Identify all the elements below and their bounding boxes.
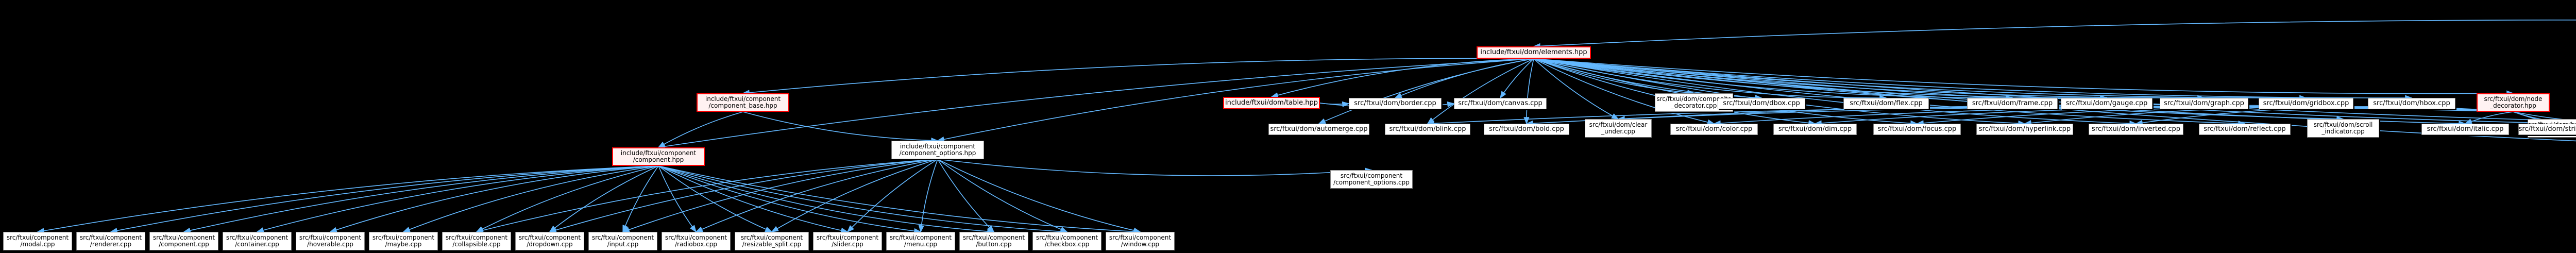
graph-edge — [1533, 58, 2514, 96]
graph-node[interactable]: src/ftxui/dom/reflect.cpp — [2199, 124, 2291, 135]
graph-edge — [918, 159, 938, 233]
graph-edge — [1533, 58, 2307, 101]
graph-edge — [476, 165, 659, 232]
graph-edge — [658, 165, 773, 232]
graph-node[interactable]: src/ftxui/dom/node _decorator.hpp — [2477, 93, 2550, 112]
graph-node[interactable]: include/ftxui/dom/table.hpp — [1223, 97, 1320, 109]
graph-node[interactable]: src/ftxui/dom/dbox.cpp — [1718, 98, 1805, 109]
graph-node[interactable]: src/ftxui/component /container.cpp — [223, 232, 292, 250]
graph-edge — [2513, 111, 2576, 130]
graph-node[interactable]: src/ftxui/component /slider.cpp — [813, 232, 882, 250]
graph-node[interactable]: include/ftxui/component /component_base.… — [697, 93, 789, 112]
graph-edge — [1533, 20, 2576, 49]
graph-edge — [1533, 58, 2137, 127]
graph-node[interactable]: src/ftxui/dom/strikethrough.cpp — [2518, 124, 2576, 135]
graph-node[interactable]: src/ftxui/dom/focus.cpp — [1873, 124, 1961, 135]
graph-node[interactable]: src/ftxui/dom/frame.cpp — [1967, 98, 2058, 109]
graph-edge — [110, 165, 659, 234]
graph-node[interactable]: src/ftxui/dom/blink.cpp — [1385, 124, 1470, 135]
graph-node[interactable]: src/ftxui/dom/italic.cpp — [2421, 124, 2509, 135]
graph-node[interactable]: src/ftxui/dom/border.cpp — [1349, 98, 1442, 109]
graph-node[interactable]: src/ftxui/component /menu.cpp — [886, 232, 955, 250]
graph-node[interactable]: src/ftxui/dom/scroll _indicator.cpp — [2307, 119, 2379, 138]
graph-node[interactable]: src/ftxui/component /radiobox.cpp — [662, 232, 731, 250]
graph-node[interactable]: src/ftxui/component /button.cpp — [959, 232, 1028, 250]
graph-node[interactable]: src/ftxui/component /dropdown.cpp — [515, 232, 584, 250]
graph-node[interactable]: src/ftxui/dom/color.cpp — [1670, 124, 1758, 135]
graph-edge — [658, 165, 1068, 234]
graph-edge — [1270, 58, 1534, 98]
graph-edge — [658, 165, 1141, 234]
graph-edge — [622, 159, 938, 232]
graph-node[interactable]: src/ftxui/dom/bold.cpp — [1484, 124, 1569, 135]
graph-node[interactable]: src/ftxui/component /component.cpp — [149, 232, 218, 250]
graph-edge — [183, 165, 659, 233]
graph-edge — [742, 58, 1534, 96]
graph-node[interactable]: src/ftxui/component /maybe.cpp — [369, 232, 438, 250]
graph-edge — [1533, 58, 1715, 125]
graph-edge — [1533, 58, 2413, 101]
graph-node[interactable]: include/ftxui/component /component.hpp — [612, 147, 705, 166]
graph-node[interactable]: src/ftxui/dom/dim.cpp — [1773, 124, 1857, 135]
graph-edge — [1523, 58, 1534, 125]
graph-edge — [329, 165, 659, 233]
graph-node[interactable]: include/ftxui/dom/elements.hpp — [1477, 46, 1591, 59]
graph-node[interactable]: src/ftxui/dom/gauge.cpp — [2061, 98, 2153, 109]
graph-node[interactable]: src/ftxui/component /input.cpp — [588, 232, 657, 250]
graph-node[interactable]: src/ftxui/component /collapsible.cpp — [442, 232, 511, 250]
graph-edge — [2513, 111, 2576, 122]
graph-node[interactable]: src/ftxui/dom/inverted.cpp — [2089, 124, 2183, 135]
graph-node[interactable]: src/ftxui/component /component_options.c… — [1330, 170, 1413, 189]
graph-node[interactable]: src/ftxui/dom/canvas.cpp — [1454, 98, 1547, 109]
graph-edge — [1533, 58, 1619, 120]
graph-edge — [937, 159, 1141, 233]
graph-edge — [1533, 58, 1695, 96]
graph-node[interactable]: src/ftxui/dom/hyperlink.cpp — [1976, 124, 2073, 135]
graph-edge — [771, 159, 938, 232]
graph-edge — [937, 159, 995, 233]
graph-edge — [657, 58, 1534, 149]
graph-node[interactable]: include/ftxui/component /component_optio… — [891, 141, 984, 159]
graph-edge — [1427, 58, 1534, 124]
graph-node[interactable]: src/ftxui/component /hoverable.cpp — [296, 232, 365, 250]
graph-edge — [937, 159, 1372, 176]
graph-edge — [1394, 58, 1534, 98]
graph-edge — [549, 165, 659, 232]
graph-node[interactable]: src/ftxui/component /checkbox.cpp — [1032, 232, 1101, 250]
graph-node[interactable]: src/ftxui/dom/graph.cpp — [2160, 98, 2248, 109]
graph-edge — [256, 165, 659, 233]
graph-edge — [476, 159, 938, 233]
graph-edge — [658, 165, 697, 233]
graph-node[interactable]: src/ftxui/dom/clear _under.cpp — [1585, 119, 1652, 138]
graph-edge — [695, 159, 938, 232]
graph-node[interactable]: src/ftxui/dom/hbox.cpp — [2368, 98, 2455, 109]
graph-node[interactable]: src/ftxui/dom/flex.cpp — [1843, 98, 1929, 109]
graph-node[interactable]: src/ftxui/component /renderer.cpp — [76, 232, 145, 250]
graph-edge — [658, 165, 849, 233]
graph-edge — [937, 58, 1534, 142]
graph-edge — [37, 165, 659, 234]
graph-edge — [657, 111, 743, 148]
graph-edge — [2464, 111, 2514, 124]
graph-node[interactable]: src/ftxui/dom/automerge.cpp — [1268, 124, 1369, 135]
graph-node[interactable]: src/ftxui/component /window.cpp — [1106, 232, 1175, 250]
graph-edge — [742, 111, 939, 144]
graph-edge — [1318, 58, 1534, 124]
graph-edge — [846, 159, 938, 233]
graph-edge — [937, 159, 1068, 232]
graph-edge — [549, 159, 938, 233]
graph-node[interactable]: src/ftxui/component /resizable_split.cpp — [735, 232, 809, 250]
graph-edge — [1500, 58, 1534, 99]
graph-edge — [658, 165, 922, 234]
graph-edge — [622, 165, 659, 233]
graph-edge — [402, 165, 659, 232]
graph-edge — [658, 165, 995, 234]
graph-node[interactable]: src/ftxui/dom/gridbox.cpp — [2259, 98, 2353, 109]
graph-node[interactable]: src/ftxui/component /modal.cpp — [3, 232, 72, 250]
